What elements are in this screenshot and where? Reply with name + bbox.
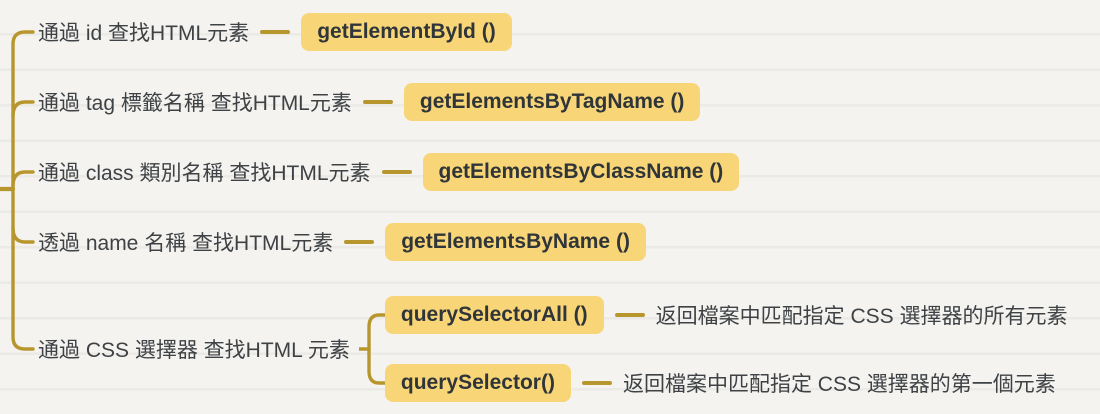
branch-curve-3: [11, 170, 35, 188]
method-node-getelementsbyclassname[interactable]: getElementsByClassName (): [422, 153, 740, 191]
branch-connector-line: [381, 170, 412, 174]
branch-curve-4: [11, 226, 35, 244]
method-node-getelementsbytagname[interactable]: getElementsByTagName (): [403, 83, 701, 121]
branch-tag: 通過 tag 標籤名稱 查找HTML元素 getElementsByTagNam…: [38, 82, 701, 122]
branch-css: 通過 CSS 選擇器 查找HTML 元素 querySelectorAll ()…: [38, 295, 1067, 403]
method-node-getelementbyid[interactable]: getElementById (): [301, 13, 512, 51]
branch-css-label[interactable]: 通過 CSS 選擇器 查找HTML 元素: [38, 339, 350, 362]
child-queryselectorall: querySelectorAll () 返回檔案中匹配指定 CSS 選擇器的所有…: [384, 295, 1068, 335]
branch-curve-2: [11, 100, 35, 118]
branch-name: 透過 name 名稱 查找HTML元素 getElementsByName (): [38, 222, 646, 262]
branch-tag-label[interactable]: 通過 tag 標籤名稱 查找HTML元素: [38, 92, 352, 115]
fork-connector: [358, 313, 385, 385]
branch-connector-line: [344, 240, 375, 244]
branch-connector-line: [260, 30, 291, 34]
fork-curve-bottom: [367, 347, 385, 385]
css-children: querySelectorAll () 返回檔案中匹配指定 CSS 選擇器的所有…: [384, 295, 1068, 403]
fork-curve-top: [367, 313, 385, 351]
branch-class: 通過 class 類別名稱 查找HTML元素 getElementsByClas…: [38, 152, 740, 192]
trunk-line: [11, 30, 35, 351]
method-node-queryselector[interactable]: querySelector(): [384, 364, 571, 402]
method-description-queryselector[interactable]: 返回檔案中匹配指定 CSS 選擇器的第一個元素: [622, 373, 1056, 396]
branch-name-label[interactable]: 透過 name 名稱 查找HTML元素: [38, 232, 334, 255]
method-node-queryselectorall[interactable]: querySelectorAll (): [384, 296, 604, 334]
method-node-getelementsbyname[interactable]: getElementsByName (): [385, 223, 646, 261]
branch-connector-line: [614, 313, 645, 317]
method-description-queryselectorall[interactable]: 返回檔案中匹配指定 CSS 選擇器的所有元素: [655, 305, 1068, 328]
branch-id-label[interactable]: 通過 id 查找HTML元素: [38, 22, 250, 45]
branch-class-label[interactable]: 通過 class 類別名稱 查找HTML元素: [38, 162, 371, 185]
trunk-connector-lines: [0, 30, 35, 351]
branch-connector-line: [362, 100, 393, 104]
child-queryselector: querySelector() 返回檔案中匹配指定 CSS 選擇器的第一個元素: [384, 363, 1068, 403]
branch-connector-line: [581, 381, 612, 385]
branch-id: 通過 id 查找HTML元素 getElementById (): [38, 12, 512, 52]
